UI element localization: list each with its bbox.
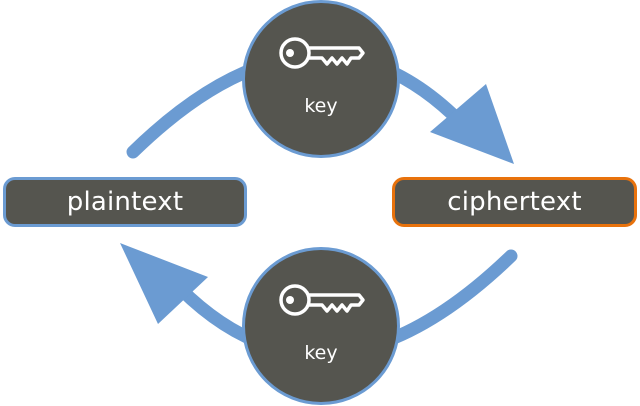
encrypt-key-node: key [242,0,400,158]
decrypt-key-node: key [242,247,400,405]
encrypt-key-label: key [304,95,338,117]
plaintext-label: plaintext [66,187,184,217]
ciphertext-node: ciphertext [392,177,637,227]
decrypt-key-label: key [304,342,338,364]
key-icon [279,284,365,316]
plaintext-node: plaintext [3,177,247,227]
encrypt-arrowhead [430,84,514,164]
key-icon [279,37,365,69]
ciphertext-label: ciphertext [447,187,582,217]
decrypt-arrowhead [120,243,208,324]
